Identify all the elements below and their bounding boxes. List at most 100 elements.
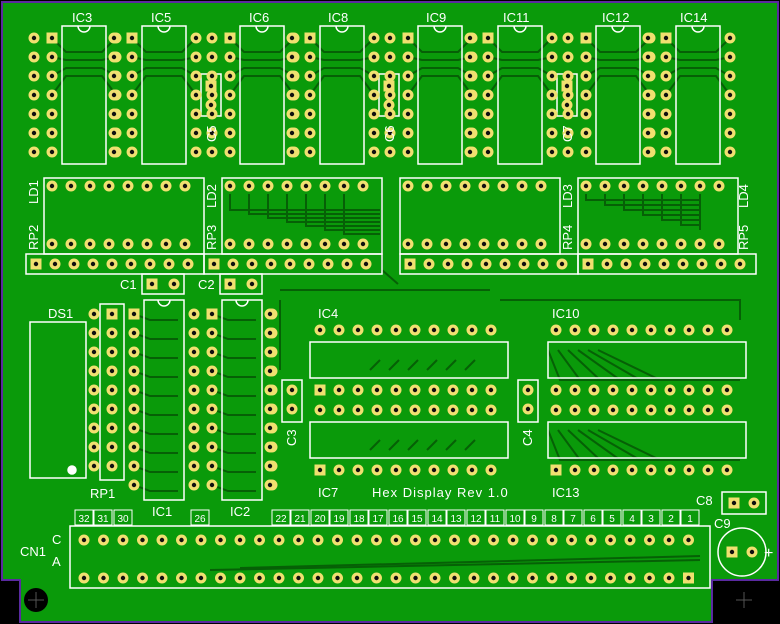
pad-hole [31,73,37,79]
pad-hole [209,330,215,336]
pad-hole [307,111,313,117]
pad-hole [663,35,669,41]
pad-hole [191,387,197,393]
pad-hole [538,183,544,189]
trace [464,359,476,371]
pad-hole [267,425,273,431]
pad-hole [583,130,589,136]
trace [407,75,473,96]
pad-hole [629,327,635,333]
pad-hole [344,261,350,267]
pad-hole [31,130,37,136]
pad-hole [91,406,97,412]
pad-hole [565,54,571,60]
pad-hole [610,407,616,413]
connector-number: 31 [97,514,109,525]
pad-hole [209,387,215,393]
pad-hole [315,575,321,581]
pad-hole [307,35,313,41]
pad-hole [729,549,735,555]
pad-hole [49,54,55,60]
pad-hole [705,407,711,413]
trace [211,370,256,378]
trace [407,67,473,77]
pad-hole [393,327,399,333]
pad-hole [666,575,672,581]
pad-hole [686,575,691,581]
pad-hole [591,467,597,473]
pad-hole [502,261,508,267]
pad-hole [469,407,475,413]
trace [133,446,178,454]
pad-hole [393,537,399,543]
pad-hole [647,537,652,543]
pad-hole [163,183,169,189]
trace [305,194,380,227]
pad-hole [648,387,654,393]
pad-hole [144,241,150,247]
connector-number: 20 [314,514,326,525]
pad-hole [209,311,215,317]
pad-hole [52,261,58,267]
pad-hole [374,575,379,581]
pad-hole [31,54,37,60]
label-ic8: IC8 [328,10,348,25]
pad-hole [209,130,215,136]
silk-outline [203,253,383,275]
pad-hole [355,407,361,413]
pad-hole [336,327,342,333]
pad-hole [198,575,204,581]
pad-hole [191,482,197,488]
silk-outline [517,379,539,423]
silk-outline [69,525,711,589]
pad-hole [387,92,393,98]
pad-hole [336,387,342,393]
trace [585,75,651,96]
connector-number: 10 [509,514,521,525]
c9-outline [717,527,767,577]
connector-number-box [93,509,113,526]
connector-number-box [329,509,349,526]
connector-number: 12 [470,514,482,525]
trace [131,56,197,61]
pad-hole [629,387,635,393]
ic-notch [77,25,91,33]
pad-hole [355,467,361,473]
pad-hole [467,35,473,41]
pad-hole [583,73,589,79]
pad-hole [716,183,722,189]
pad-hole [109,444,115,450]
connector-number: 30 [117,514,129,525]
trace [51,75,117,96]
pad-hole [602,183,608,189]
pad-hole [393,467,399,473]
pad-hole [485,54,491,60]
pad-hole [218,537,223,543]
pad-hole [131,406,137,412]
silk-outline [29,321,87,479]
pad-hole [727,54,733,60]
pad-hole [227,92,233,98]
pad-hole [464,261,470,267]
pad-hole [393,575,399,581]
pad-hole [354,537,360,543]
pad-hole [667,387,673,393]
pad-hole [227,241,233,247]
silk-outline [417,25,463,165]
pad-hole [663,111,669,117]
pad-hole [583,183,589,189]
pad-hole [317,327,323,333]
pad-hole [467,92,473,98]
label-ic11: IC11 [503,10,530,25]
trace [133,408,178,416]
pad-hole [705,327,711,333]
pad-hole [443,183,449,189]
pad-hole [471,575,477,581]
pad-hole [602,241,608,247]
silk-outline [547,421,747,459]
trace [229,37,295,53]
pad-hole [267,482,273,488]
pad-hole [211,261,217,267]
pad-hole [31,111,37,117]
